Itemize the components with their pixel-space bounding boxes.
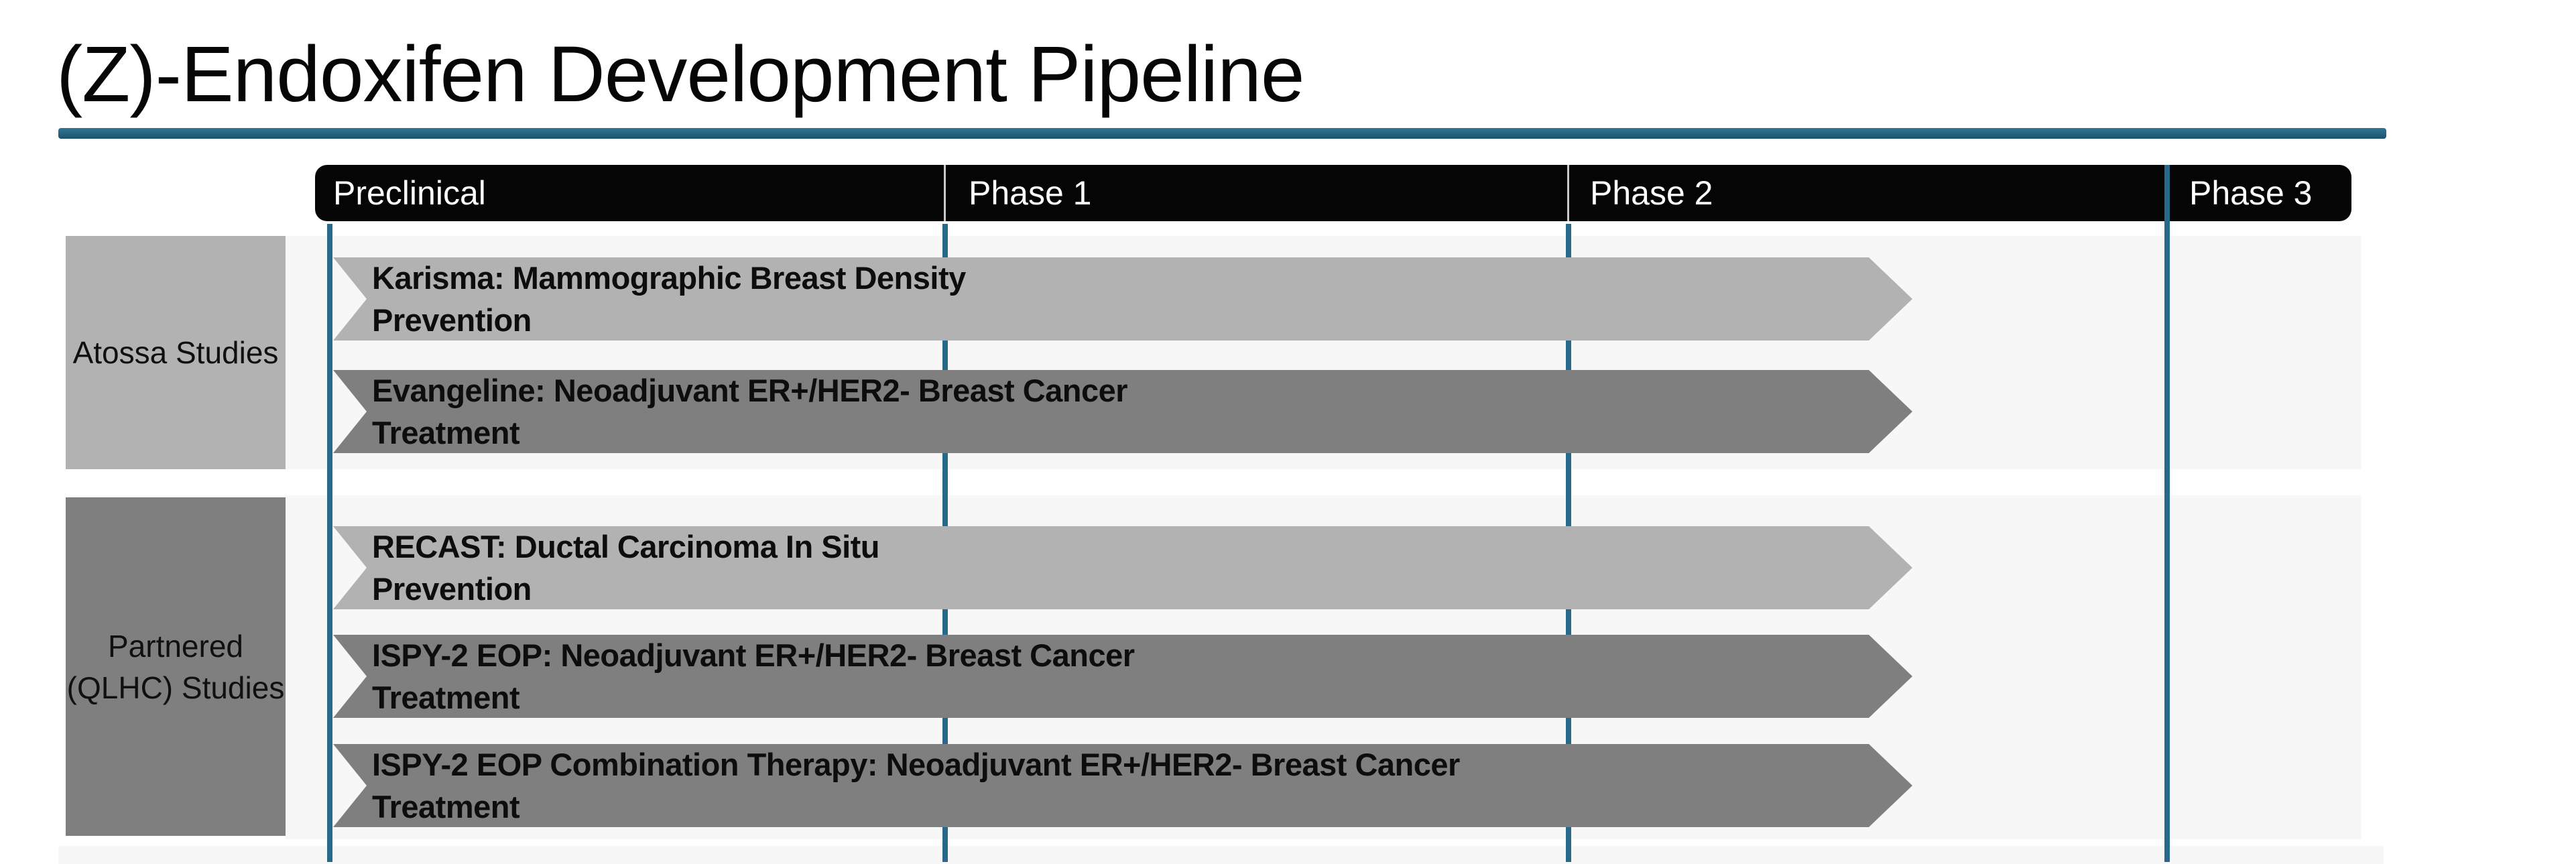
study-type: Prevention xyxy=(372,302,532,338)
group-label-atossa-studies: Atossa Studies xyxy=(66,236,286,469)
study-title: Karisma: Mammographic Breast Density xyxy=(372,260,966,296)
page-title: (Z)-Endoxifen Development Pipeline xyxy=(56,30,1304,119)
group-label-text: Atossa Studies xyxy=(72,335,279,370)
study-title: RECAST: Ductal Carcinoma In Situ xyxy=(372,529,879,564)
phase-label-phase-1: Phase 1 xyxy=(969,174,1092,212)
study-type: Prevention xyxy=(372,571,532,607)
study-title: Evangeline: Neoadjuvant ER+/HER2- Breast… xyxy=(372,373,1128,408)
phase-label-phase-2: Phase 2 xyxy=(1590,174,1713,212)
phase-label-phase-3: Phase 3 xyxy=(2189,174,2313,212)
phase-header-bar: Preclinical Phase 1 Phase 2 Phase 3 xyxy=(315,165,2351,221)
study-title: ISPY-2 EOP: Neoadjuvant ER+/HER2- Breast… xyxy=(372,637,1135,673)
study-type: Treatment xyxy=(372,680,520,715)
title-underline xyxy=(58,128,2386,139)
phase-divider-line-phase-3 xyxy=(2164,165,2170,862)
study-title: ISPY-2 EOP Combination Therapy: Neoadjuv… xyxy=(372,747,1460,782)
group-label-text: (QLHC) Studies xyxy=(66,670,285,705)
phase-bar-divider xyxy=(944,165,946,221)
study-arrow-karisma: Karisma: Mammographic Breast Density Pre… xyxy=(333,257,1912,341)
phase-bar-divider xyxy=(1567,165,1569,221)
group-label-text: Partnered xyxy=(107,628,243,664)
phase-divider-line-start xyxy=(327,224,332,862)
study-arrow-ispy2-eop: ISPY-2 EOP: Neoadjuvant ER+/HER2- Breast… xyxy=(333,635,1912,718)
group-label-partnered-qlhc-studies: Partnered (QLHC) Studies xyxy=(66,497,286,836)
study-arrow-recast: RECAST: Ductal Carcinoma In Situ Prevent… xyxy=(333,526,1912,609)
study-arrow-evangeline: Evangeline: Neoadjuvant ER+/HER2- Breast… xyxy=(333,370,1912,453)
row-band-bottom-partial xyxy=(58,846,2384,864)
study-arrow-ispy2-eop-combination: ISPY-2 EOP Combination Therapy: Neoadjuv… xyxy=(333,744,1912,827)
study-type: Treatment xyxy=(372,415,520,450)
phase-label-preclinical: Preclinical xyxy=(333,174,486,212)
study-type: Treatment xyxy=(372,789,520,824)
